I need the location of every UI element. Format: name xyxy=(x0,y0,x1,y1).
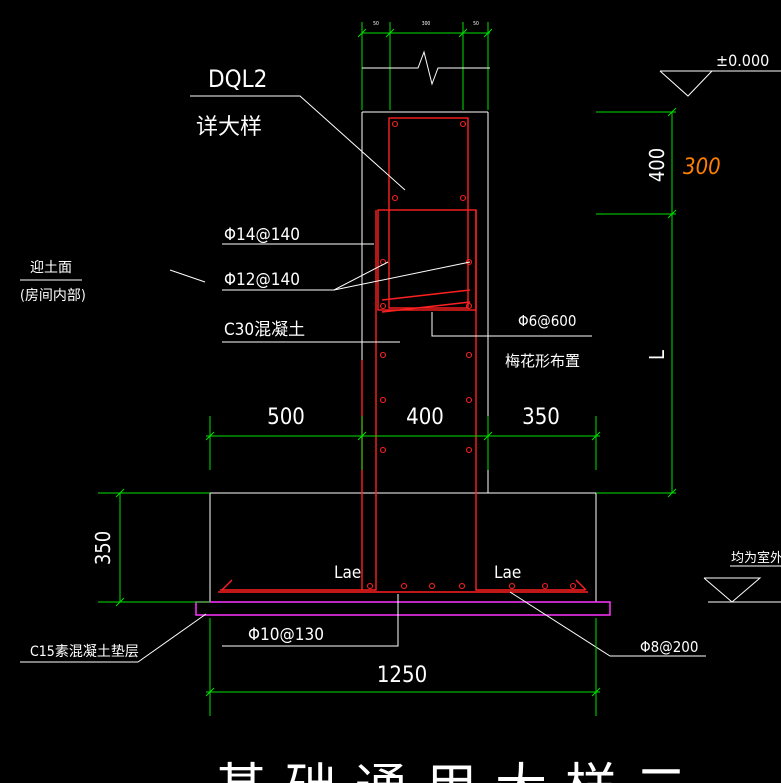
dim-400-vertical: 400 xyxy=(645,148,669,182)
bar-8-leader xyxy=(509,591,706,657)
bar-10-label: Φ10@130 xyxy=(248,625,324,645)
elevation-outdoor: 均为室外 xyxy=(703,550,781,603)
dim-400: 400 xyxy=(406,405,444,430)
rebar-cage xyxy=(218,117,588,593)
lae-left-label: Lae xyxy=(334,563,361,583)
dql2-label: DQL2 xyxy=(208,65,267,93)
concrete-label: C30混凝土 xyxy=(224,320,305,340)
cushion-layer xyxy=(195,601,611,616)
cushion-leader xyxy=(20,613,207,663)
dim-350-left: 350 xyxy=(91,531,115,565)
cushion-label: C15素混凝土垫层 xyxy=(30,644,139,660)
right-vertical-dimension: 400 L 300 xyxy=(596,107,721,498)
footing-outline xyxy=(209,492,597,603)
tie-bar-label: Φ6@600 xyxy=(518,312,576,330)
bar-14-label: Φ14@140 xyxy=(224,225,300,245)
tie-layout-label: 梅花形布置 xyxy=(505,352,580,370)
dim-500: 500 xyxy=(267,405,305,430)
earth-face-label: 迎土面 xyxy=(30,260,72,276)
elevation-top: ±0.000 xyxy=(659,51,781,97)
width-dimension-row: 500 400 350 xyxy=(205,405,601,470)
dql2-leader xyxy=(190,95,406,191)
lae-right-label: Lae xyxy=(494,563,521,583)
earth-face-arrow xyxy=(169,269,206,283)
total-width-dimension: 1250 xyxy=(205,618,601,716)
bar-12-leader-b xyxy=(333,261,471,291)
top-dim-small-2: 50 xyxy=(473,21,479,27)
outdoor-label: 均为室外 xyxy=(731,550,781,566)
elevation-label: ±0.000 xyxy=(716,51,769,70)
dim-1250: 1250 xyxy=(377,663,427,688)
detail-label: 详大样 xyxy=(196,115,262,140)
break-line-symbol xyxy=(362,50,490,86)
bar-10-leader xyxy=(222,594,399,647)
top-dim-small-1: 50 xyxy=(373,21,379,27)
bar-12-label: Φ12@140 xyxy=(224,270,300,290)
bar-8-label: Φ8@200 xyxy=(640,638,698,656)
handwritten-300: 300 xyxy=(683,155,721,180)
drawing-title: 基础通用大样二 xyxy=(215,759,705,783)
top-dim-mid: 300 xyxy=(422,21,431,27)
earth-face-sub-label: (房间内部) xyxy=(20,288,86,304)
footing-height-dimension: 350 xyxy=(91,488,210,607)
top-dimension-group: 50 300 50 xyxy=(357,21,493,110)
dim-350-right: 350 xyxy=(522,405,560,430)
dim-L: L xyxy=(645,350,669,360)
tie-bar-leader xyxy=(431,312,592,337)
